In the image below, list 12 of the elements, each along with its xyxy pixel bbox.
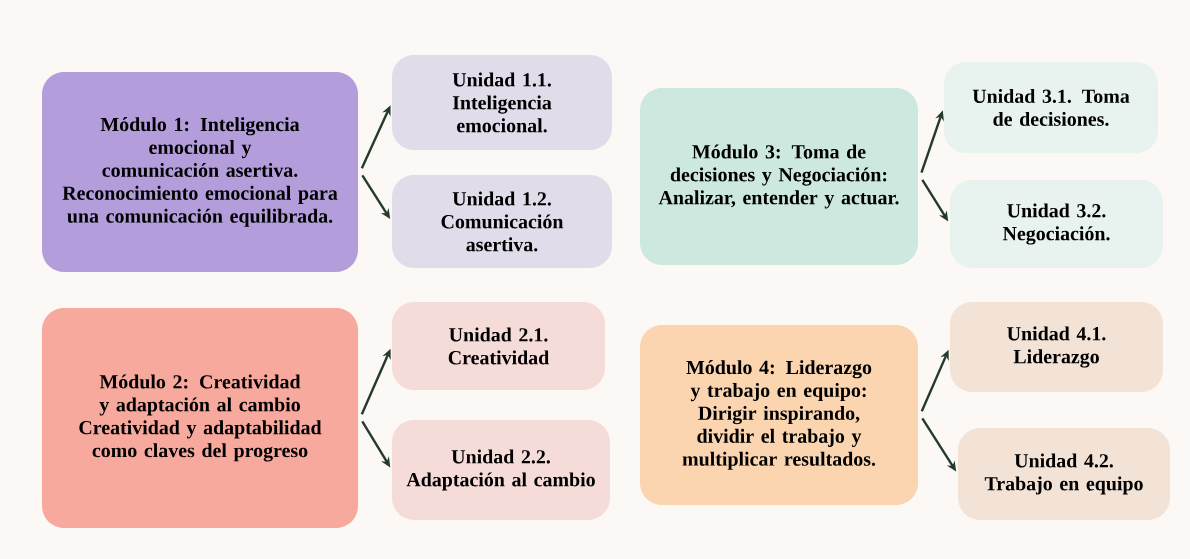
- unit-box: Unidad 2.1. Creatividad: [392, 302, 605, 390]
- unit-box: Unidad 3.1. Toma de decisiones.: [944, 62, 1158, 153]
- unit-box: Unidad 3.2. Negociación.: [950, 180, 1163, 268]
- module-box: Módulo 1: Inteligencia emocional y comunicación asertiva. Reconocimiento emocional para una comunicación equilibrada.: [42, 72, 358, 272]
- unit-box: Unidad 2.2. Adaptación al cambio: [392, 420, 610, 520]
- unit-box: Unidad 4.1. Liderazgo: [950, 302, 1163, 392]
- unit-box: Unidad 1.2. Comunicación asertiva.: [392, 175, 612, 268]
- module-box: Módulo 3: Toma de decisiones y Negociación: Analizar, entender y actuar.: [640, 88, 918, 265]
- module-box: Módulo 4: Liderazgo y trabajo en equipo: Dirigir inspirando, dividir el trabajo y multiplicar resultados.: [640, 325, 918, 505]
- module-box: Módulo 2: Creatividad y adaptación al cambio Creatividad y adaptabilidad como claves del progreso: [42, 308, 358, 528]
- unit-box: Unidad 4.2. Trabajo en equipo: [958, 428, 1170, 520]
- unit-box: Unidad 1.1. Inteligencia emocional.: [392, 55, 612, 150]
